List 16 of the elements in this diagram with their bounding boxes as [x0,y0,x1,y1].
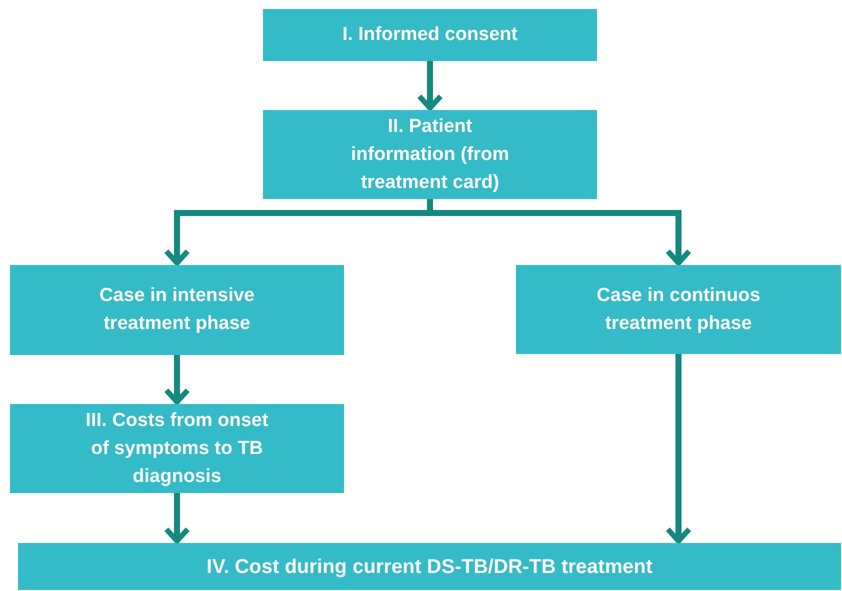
process-box [263,9,597,61]
arrow [164,355,190,405]
box-label: IV. Cost during current DS-TB/DR-TB treatment [206,554,652,580]
process-box [516,265,841,354]
arrow [665,354,692,544]
process-box [263,110,597,199]
box-label: I. Informed consent [342,23,518,47]
box-label: Case in continuos treatment phase [596,284,762,336]
process-box [10,404,344,493]
box-label: III. Costs from onset of symptoms to TB diagnosis [84,408,270,488]
process-box [18,543,841,590]
box-label: II. Patient information (from treatment card) [350,114,510,194]
process-box [10,265,344,355]
arrow [164,493,190,544]
box-label: Case in intensive treatment phase [98,284,256,336]
arrow [416,61,444,111]
